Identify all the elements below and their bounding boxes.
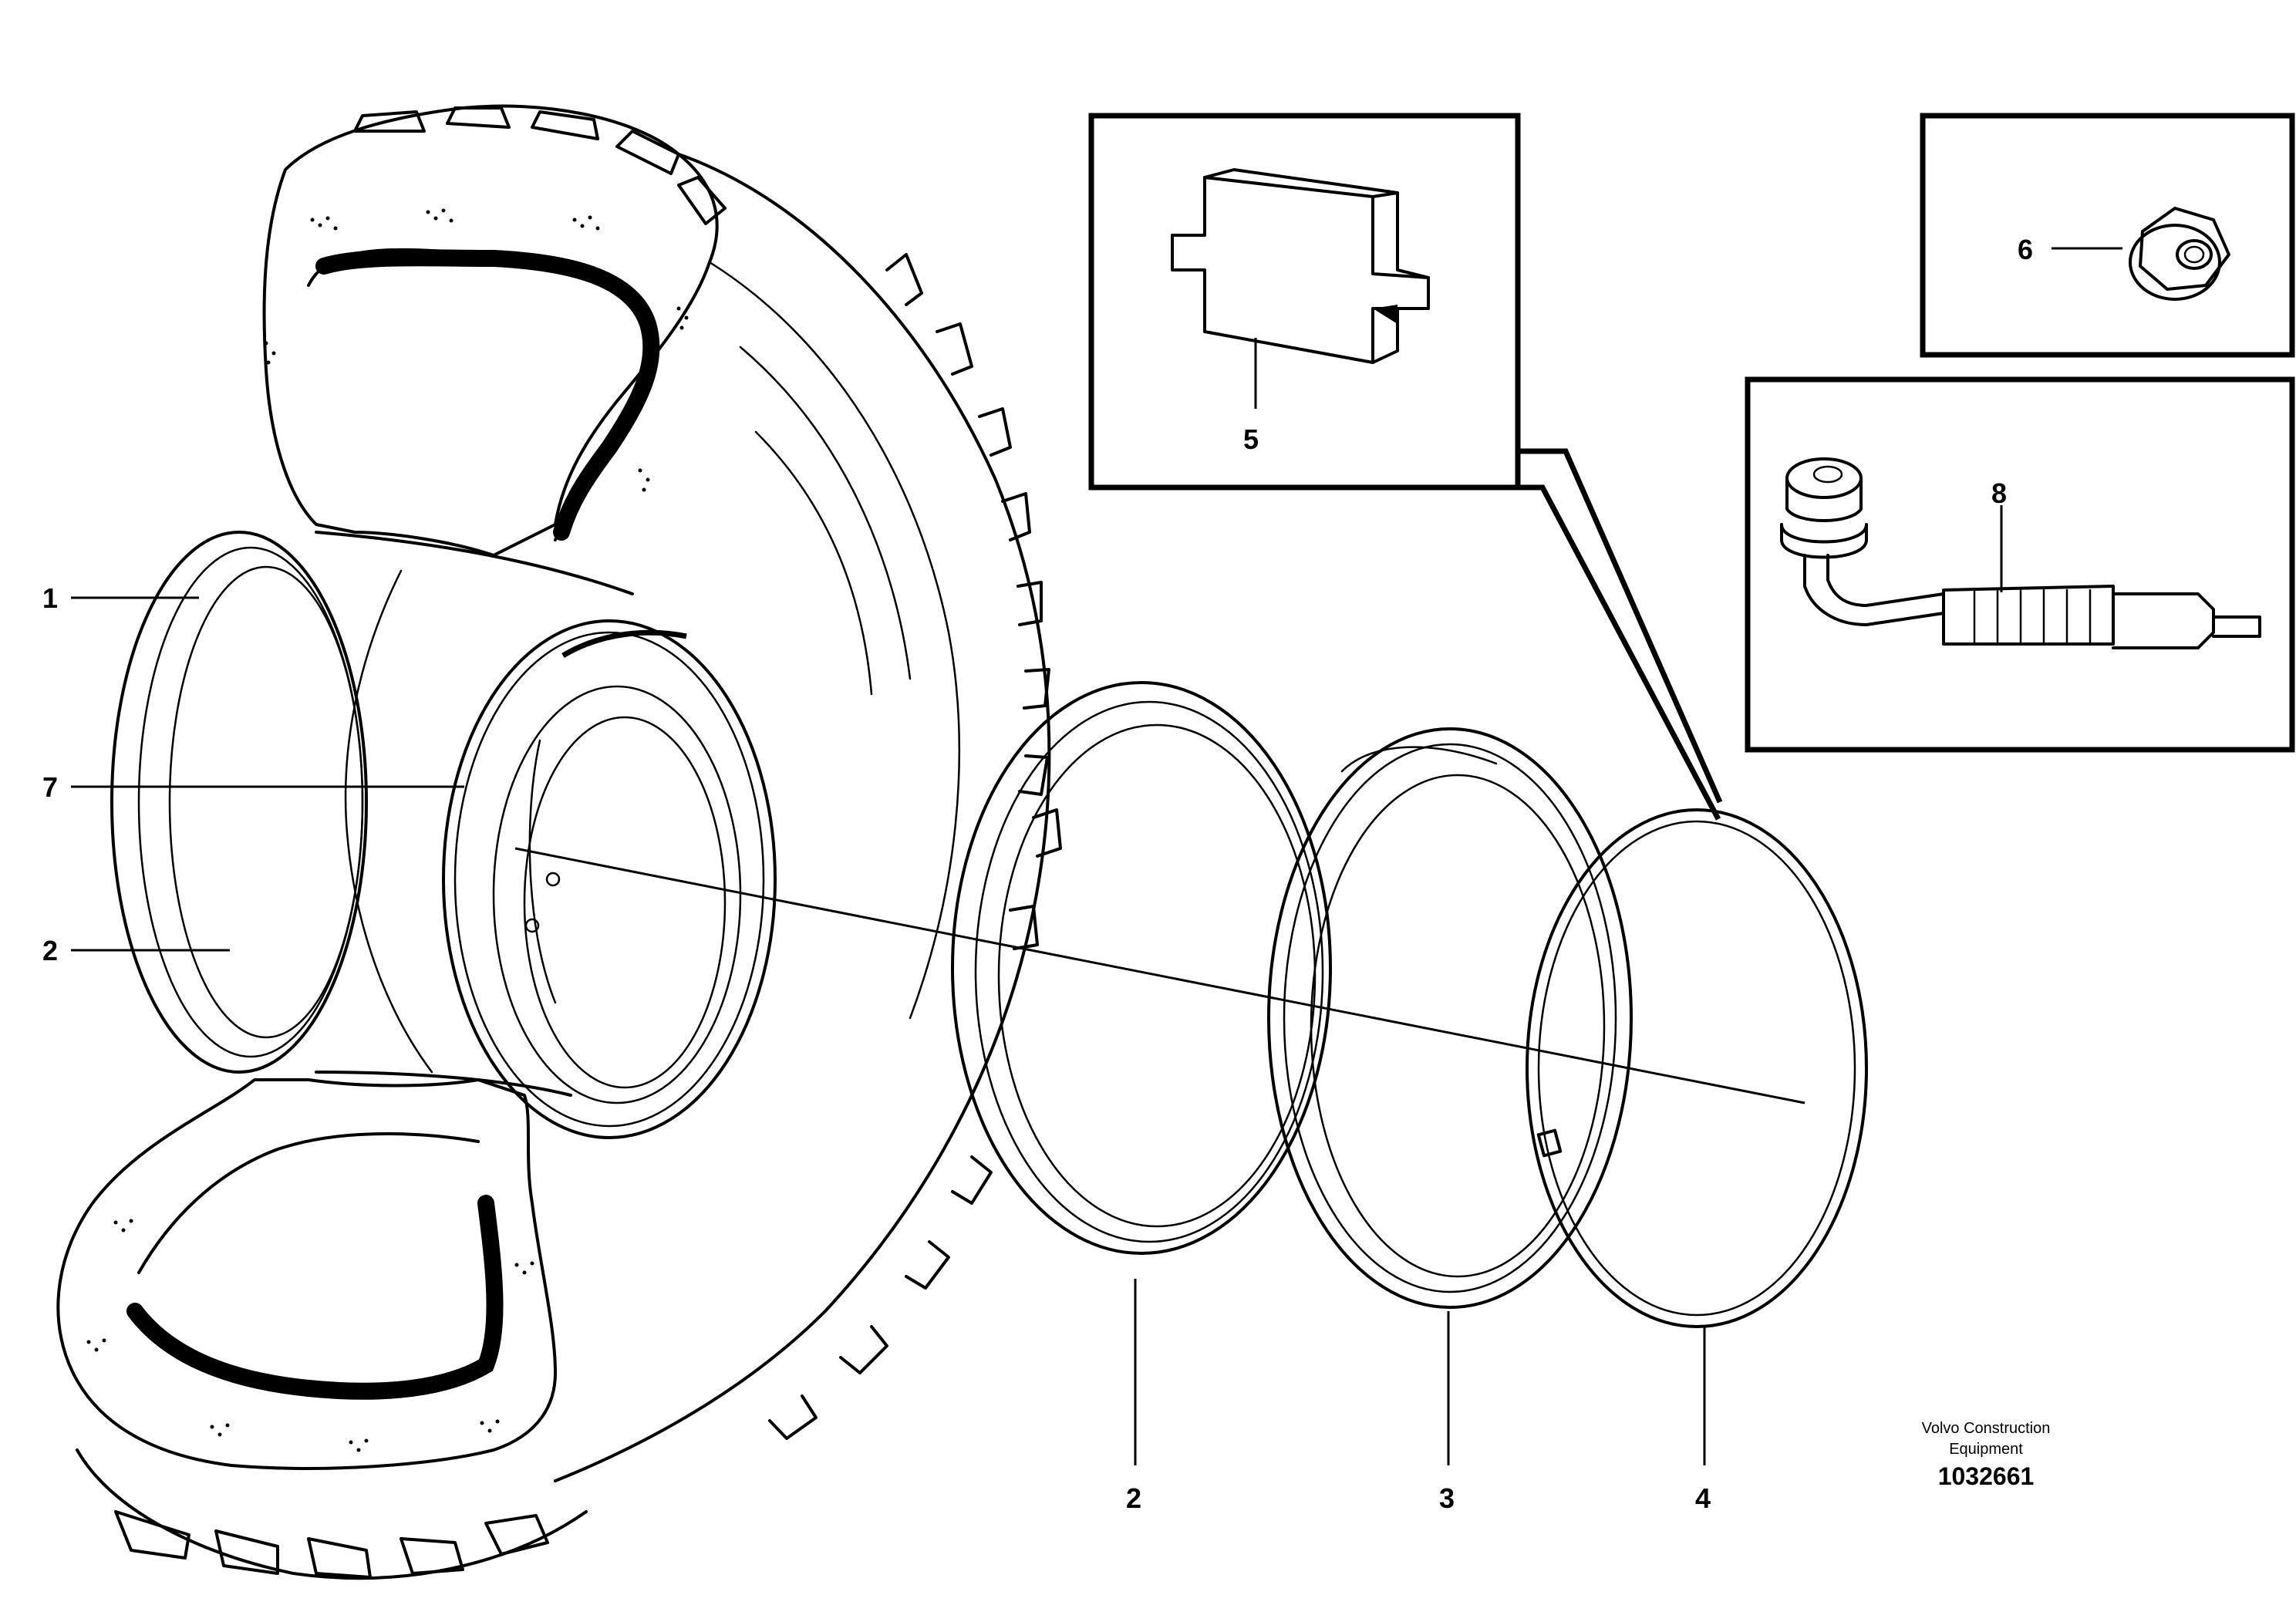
- document-number: 1032661: [1938, 1462, 2035, 1490]
- drive-key-icon: [1171, 168, 1430, 364]
- callout-3: 3: [1439, 1482, 1455, 1514]
- callout-6: 6: [2018, 234, 2033, 265]
- lock-ring-icon: [1526, 808, 1868, 1328]
- side-ring-icon: [951, 681, 1332, 1255]
- rim-interior-icon: [492, 685, 742, 1104]
- callout-2-ring: 2: [1126, 1482, 1141, 1514]
- tire-texture-icon: [86, 208, 689, 1452]
- brand-line-1: Volvo Construction: [1922, 1420, 2051, 1437]
- o-ring-icon: [442, 619, 777, 1139]
- callout-4: 4: [1695, 1482, 1711, 1514]
- tire-icon: [56, 104, 1051, 1580]
- callout-5: 5: [1243, 423, 1259, 455]
- detail-box-drive-key: [1088, 113, 1723, 821]
- valve-icon: [1780, 457, 2261, 649]
- flange-nut-icon: [2129, 207, 2230, 301]
- callout-8: 8: [1991, 477, 2007, 509]
- callout-1: 1: [42, 582, 58, 614]
- assembly-axis-line: [514, 847, 1805, 1104]
- detail-box-valve: [1745, 376, 2295, 753]
- detail-box-flange-nut: [1920, 113, 2295, 358]
- bead-seat-ring-icon: [1267, 727, 1633, 1309]
- wheel-rim-icon: [110, 531, 634, 1097]
- callout-7: 7: [42, 771, 58, 803]
- brand-line-2: Equipment: [1949, 1441, 2023, 1458]
- callout-2-rim: 2: [42, 935, 58, 966]
